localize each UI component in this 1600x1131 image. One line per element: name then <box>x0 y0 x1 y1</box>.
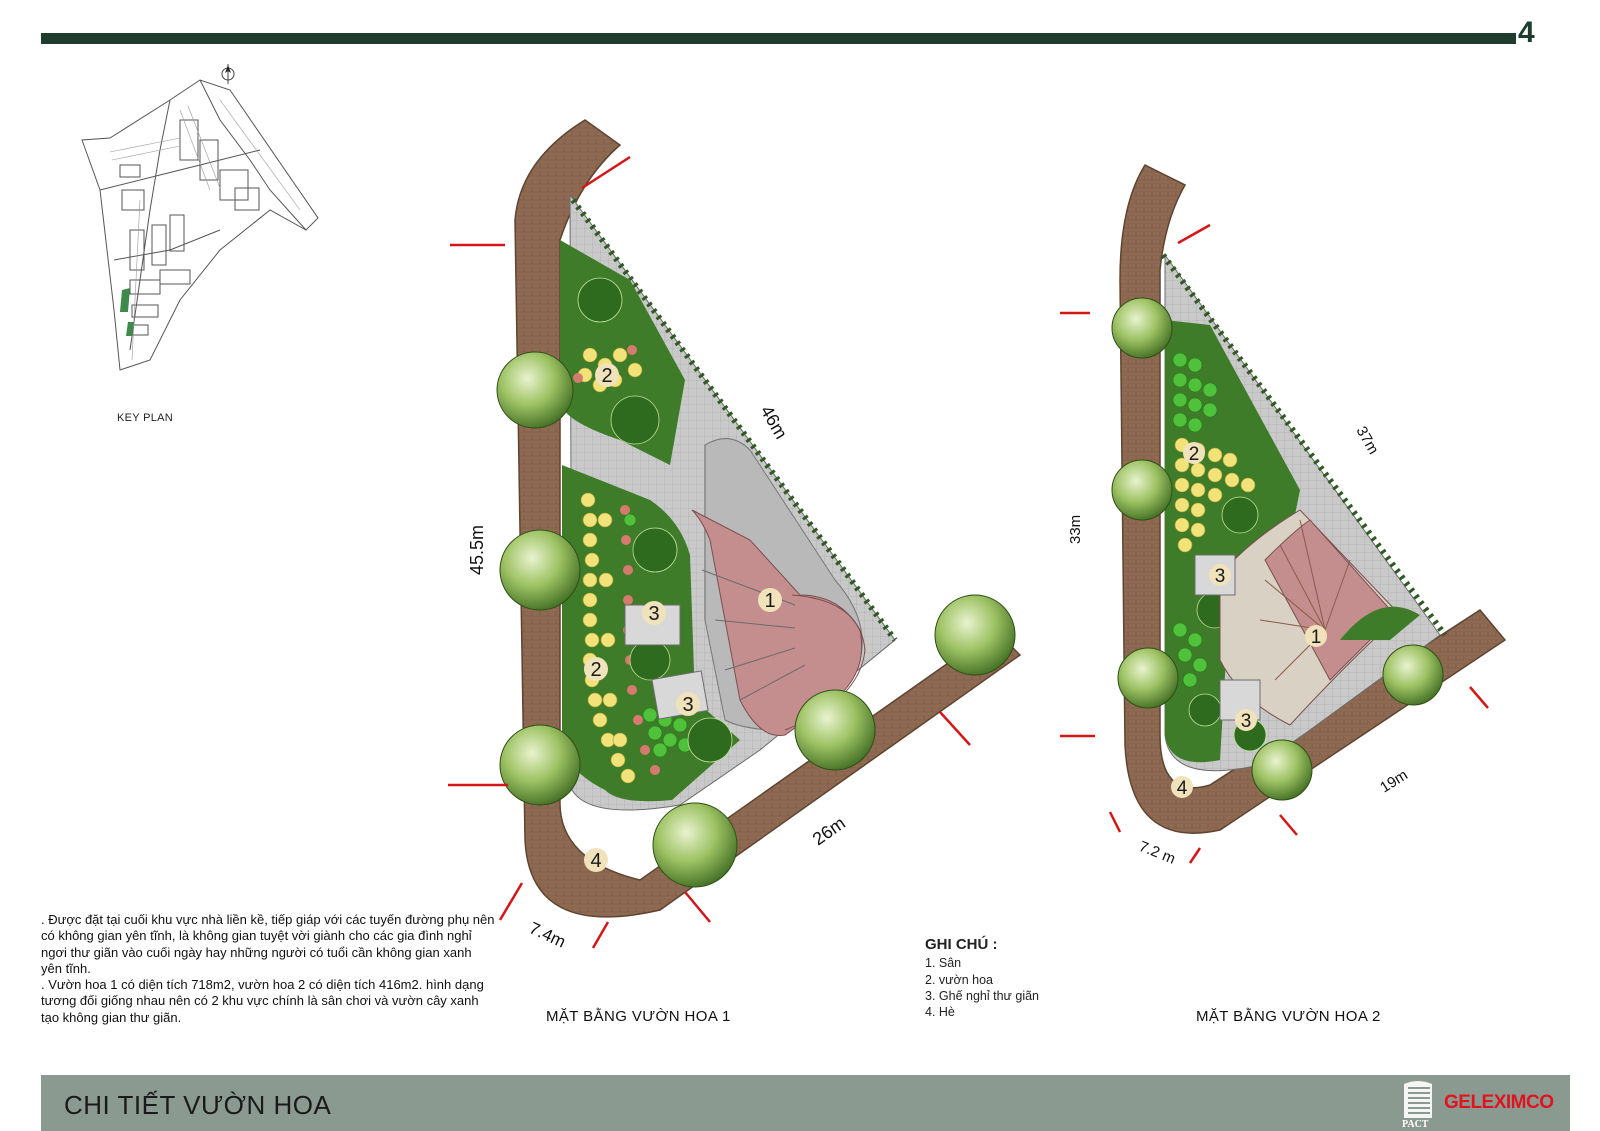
shrub-group-2 <box>1172 352 1218 688</box>
dim-bottom-side: 26m <box>809 813 849 849</box>
dim-bottom-side-2: 19m <box>1377 767 1411 797</box>
description-text: . Được đặt tại cuối khu vực nhà liền kề,… <box>41 912 496 1026</box>
brand-logo: GELEXIMCO <box>1444 1092 1554 1113</box>
flower-bed-red <box>573 345 660 775</box>
page-number: 4 <box>1518 16 1535 49</box>
legend-item: 4. Hè <box>925 1005 955 1020</box>
dim-top-side-2: 37m <box>1353 424 1382 458</box>
zone-4-marker-2: 4 <box>1171 776 1193 799</box>
garden-1-plan: 1 2 2 3 3 4 46m 45.5m 26m 7.4m <box>448 119 1022 952</box>
svg-text:2: 2 <box>1189 444 1200 465</box>
trees-garden-2 <box>1111 297 1444 801</box>
dim-left-side-2: 33m <box>1067 515 1084 544</box>
zone-3-marker-a: 3 <box>642 601 666 625</box>
pact-logo-icon <box>1404 1081 1432 1118</box>
caption-garden-1: MẶT BẰNG VƯỜN HOA 1 <box>546 1008 731 1025</box>
caption-garden-2: MẶT BẰNG VƯỜN HOA 2 <box>1196 1008 1381 1025</box>
zone-3-marker-b: 3 <box>676 692 700 716</box>
zone-1-marker: 1 <box>758 588 782 612</box>
zone-3-marker-2a: 3 <box>1209 564 1231 587</box>
legend-title: GHI CHÚ : <box>925 936 998 953</box>
header-bar <box>41 33 1510 44</box>
trees-garden-1 <box>496 351 1016 888</box>
section-cut-markers <box>448 155 971 949</box>
zone-2-marker-2: 2 <box>1183 442 1205 465</box>
north-arrow-icon <box>221 64 235 84</box>
dim-top-side: 46m <box>757 402 792 442</box>
zone-3-marker-2b: 3 <box>1235 709 1257 732</box>
pact-logo-text: PACT <box>1402 1119 1429 1130</box>
zone-2-marker-upper: 2 <box>595 363 619 387</box>
svg-text:3: 3 <box>682 694 693 716</box>
legend-item: 2. vườn hoa <box>925 972 993 987</box>
zone-4-marker: 4 <box>584 848 608 872</box>
key-plan-site-2 <box>126 322 134 336</box>
svg-text:1: 1 <box>764 590 775 612</box>
footer-title: CHI TIẾT VƯỜN HOA <box>64 1090 332 1120</box>
svg-text:4: 4 <box>590 850 601 872</box>
flower-bed-yellow <box>577 347 643 784</box>
section-cut-markers-2 <box>1060 223 1489 864</box>
legend-item: 1. Sân <box>925 956 962 971</box>
flower-bed-yellow-2 <box>1174 437 1256 553</box>
key-plan-site-1 <box>120 288 130 312</box>
svg-text:2: 2 <box>601 365 612 387</box>
svg-text:3: 3 <box>1241 711 1252 732</box>
legend-item: 3. Ghế nghỉ thư giãn <box>925 988 1040 1003</box>
legend: GHI CHÚ : 1. Sân 2. vườn hoa 3. Ghế nghỉ… <box>925 936 1040 1020</box>
svg-text:2: 2 <box>590 659 601 681</box>
svg-text:4: 4 <box>1177 778 1188 799</box>
dim-left-side: 45.5m <box>467 525 487 575</box>
sidewalk-garden-1 <box>514 119 1022 918</box>
palm-plants <box>577 277 733 763</box>
footer-bar <box>41 1075 1570 1131</box>
header-bar-tail <box>1510 33 1516 44</box>
svg-text:3: 3 <box>1215 566 1226 587</box>
svg-text:1: 1 <box>1311 627 1322 648</box>
key-plan-label: KEY PLAN <box>117 412 174 424</box>
svg-text:3: 3 <box>648 603 659 625</box>
zone-2-marker-lower: 2 <box>584 657 608 681</box>
dim-sidewalk: 7.4m <box>526 918 568 951</box>
dim-sidewalk-2: 7.2 m <box>1137 838 1178 868</box>
description-para-1: . Được đặt tại cuối khu vực nhà liền kề,… <box>41 912 495 976</box>
garden-2-plan: 1 2 3 3 4 37m 33m 19m 7.2 m <box>1060 164 1507 868</box>
description-para-2: . Vườn hoa 1 có diện tích 718m2, vườn ho… <box>41 977 484 1025</box>
key-plan-map <box>81 64 319 371</box>
zone-1-marker-2: 1 <box>1305 625 1327 648</box>
